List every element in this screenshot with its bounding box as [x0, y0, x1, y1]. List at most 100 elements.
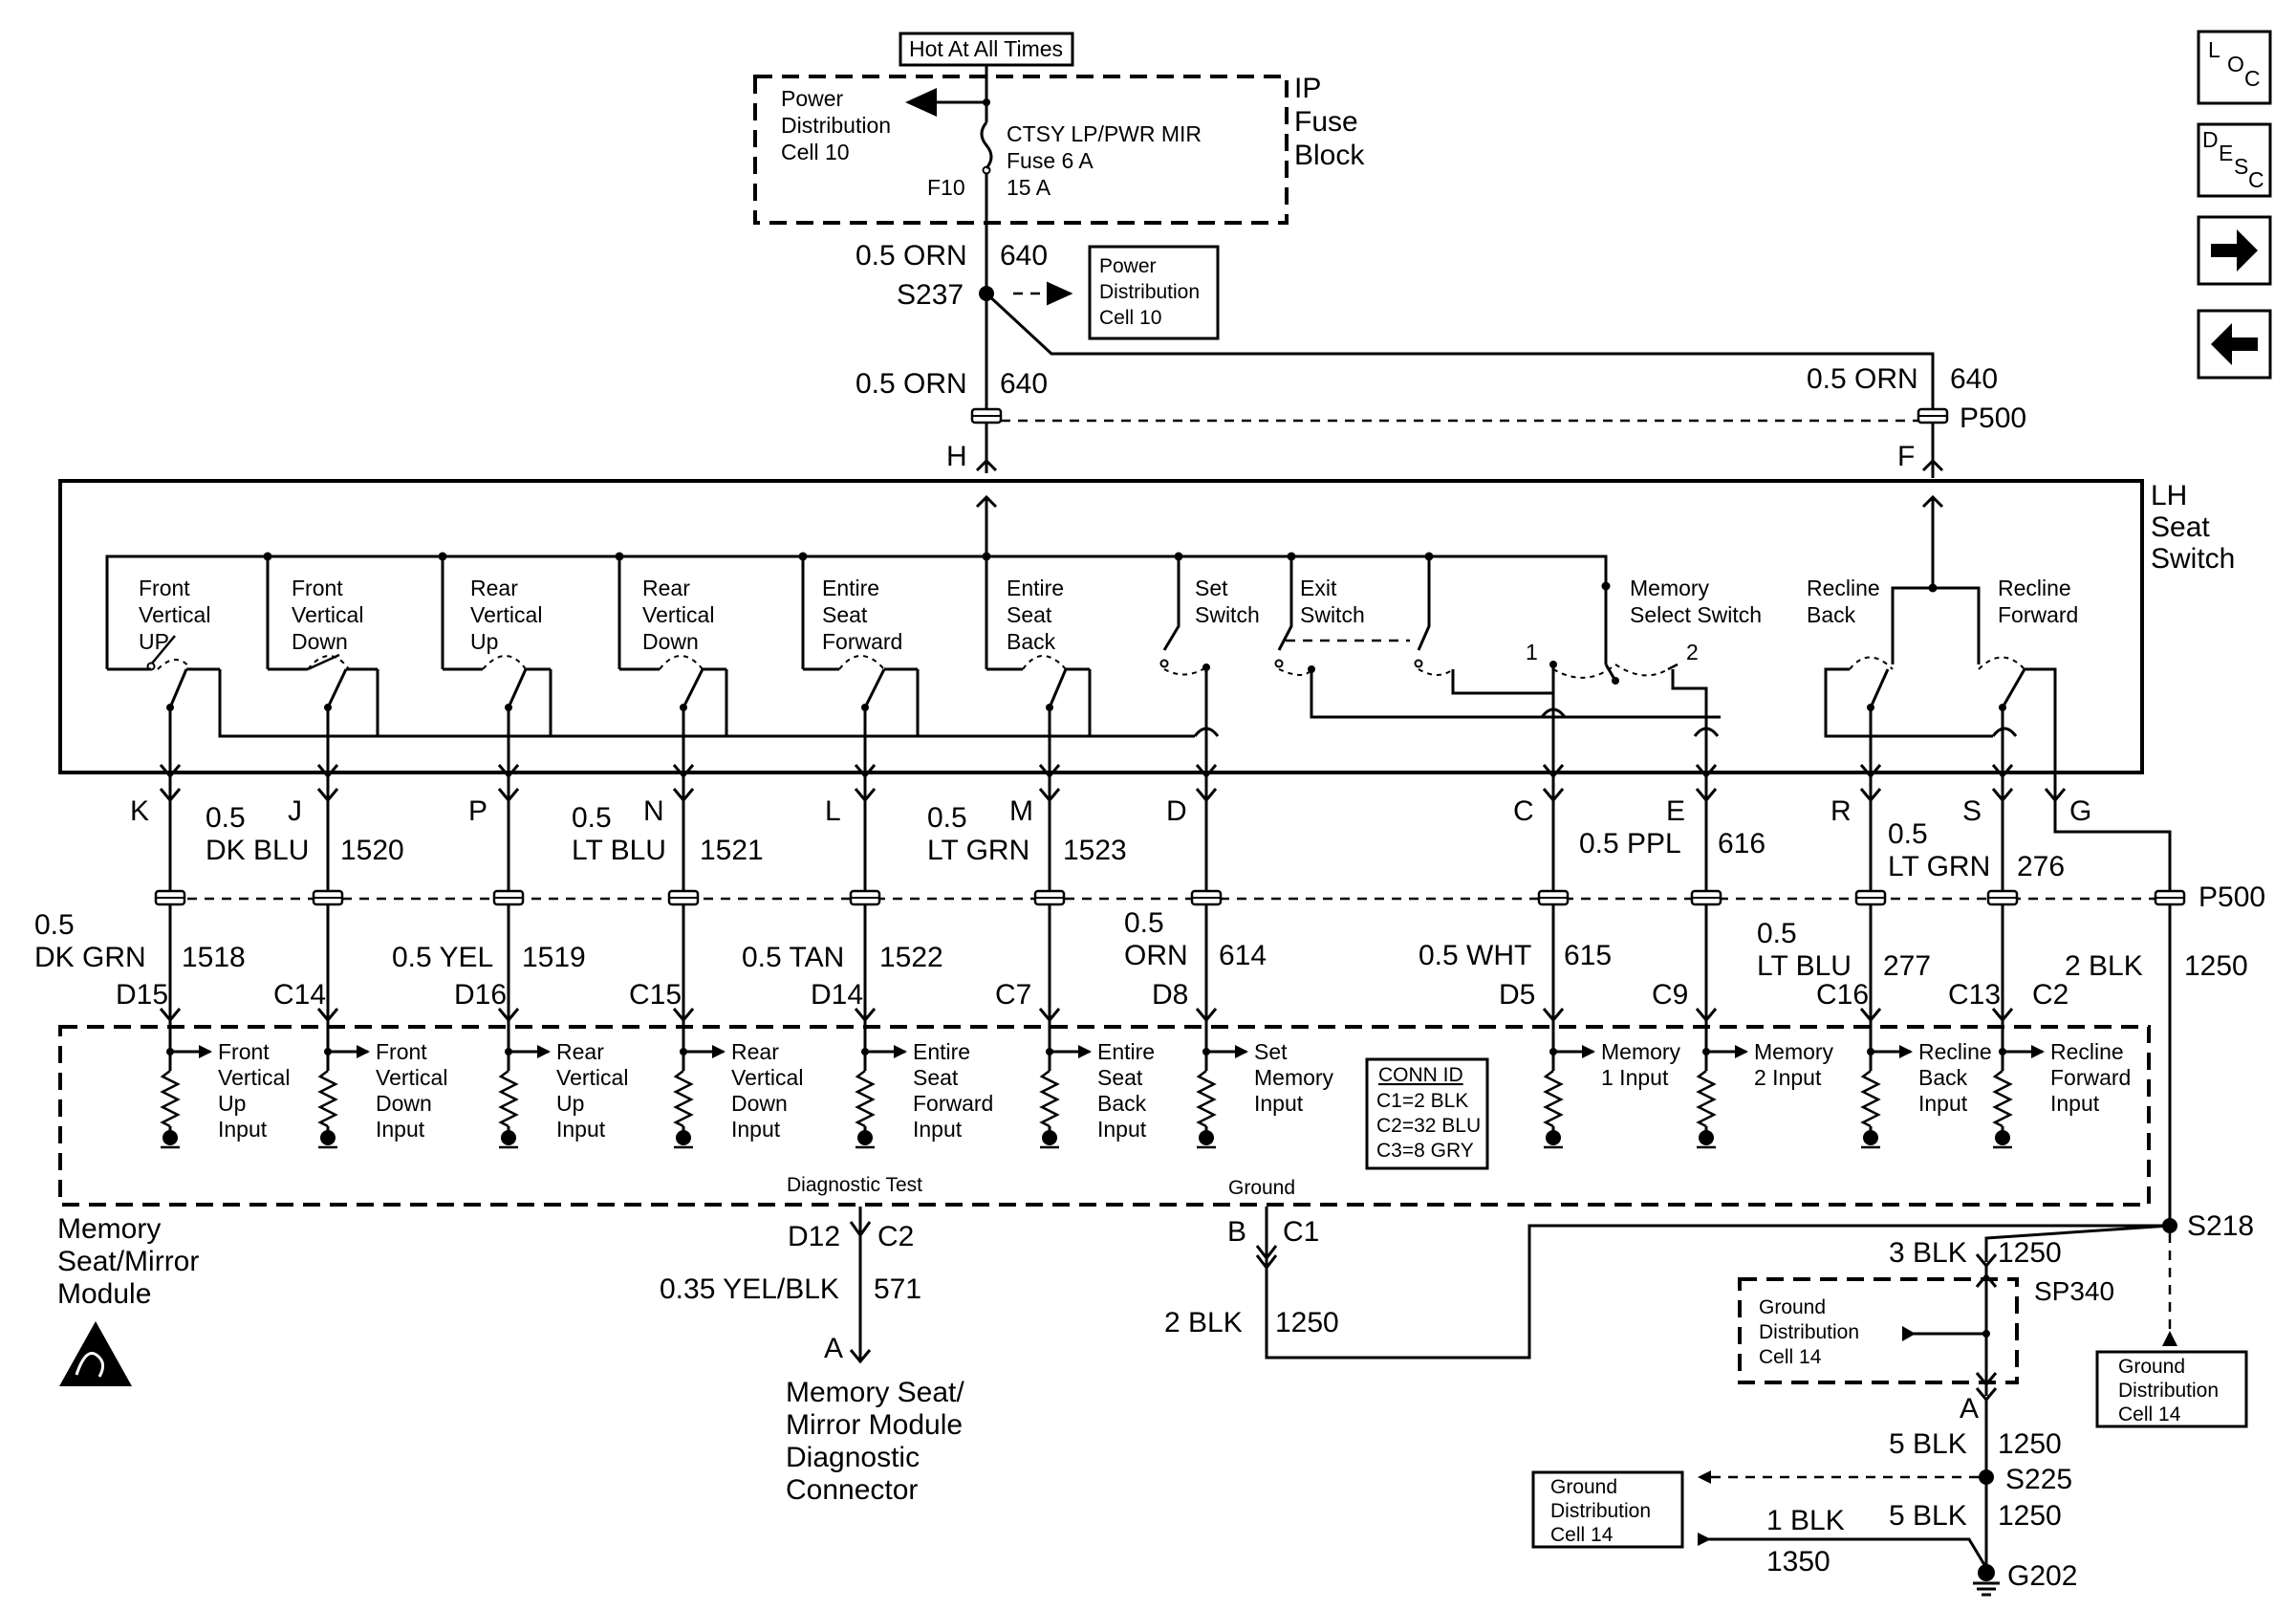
mem-pos-1: 1	[1526, 640, 1538, 664]
pd-box-line-3: Cell 10	[1099, 307, 1161, 329]
sw-esf-1: Entire	[822, 576, 879, 600]
sw-esb-1: Entire	[1007, 576, 1064, 600]
pd-cell-line-3: Cell 10	[781, 140, 850, 164]
module-input-7	[1543, 1021, 1595, 1149]
seat-switch-title-1: LH	[2151, 480, 2187, 511]
prev-arrow-button[interactable]	[2197, 309, 2272, 380]
fuse-block-title-2: Fuse	[1294, 106, 1358, 138]
desc-s: S	[2234, 154, 2248, 179]
fuse-id: F10	[927, 175, 965, 200]
module-pin-chevron-C	[1542, 1008, 1565, 1023]
gd-bottom-box	[1531, 1470, 1684, 1549]
diag-dest-4: Connector	[786, 1474, 918, 1506]
sw-rvd-3: Down	[642, 629, 699, 654]
p500-terminal-S	[1986, 889, 2019, 906]
p500-terminal-E	[1690, 889, 1722, 906]
module-input-8-line-0: Memory	[1754, 1039, 1834, 1064]
pin-label-D: D	[1166, 795, 1187, 827]
sw-rvd-2: Vertical	[642, 602, 714, 627]
gd-right-2: Distribution	[2118, 1380, 2219, 1402]
switch-recline-back	[1824, 656, 1993, 765]
module-pin-S: C13	[1948, 979, 2001, 1011]
desc-button[interactable]: D E S C	[2197, 122, 2272, 198]
module-pin-N: C15	[629, 979, 682, 1011]
pin-label-R: R	[1830, 795, 1852, 827]
module-pin-chevron-K	[159, 1008, 182, 1023]
g202-wire2: 5 BLK	[1889, 1500, 1967, 1532]
p500-terminal-R	[1854, 889, 1887, 906]
module-pin-K: D15	[116, 979, 168, 1011]
module-input-2-line-0: Rear	[556, 1039, 604, 1064]
ground-wire: 2 BLK	[1164, 1307, 1243, 1338]
diag-dest-1: Memory Seat/	[786, 1377, 964, 1408]
gd-right-3: Cell 14	[2118, 1403, 2181, 1425]
pin-label-K: K	[130, 795, 149, 827]
g202-circuit2: 1250	[1998, 1500, 2062, 1532]
pin-arrow-L	[854, 764, 877, 779]
sw-fvu-2: Vertical	[139, 602, 210, 627]
g202-circuit1: 1350	[1766, 1546, 1830, 1577]
switch-entire-seat-back	[986, 655, 1090, 765]
module-pin-M: C7	[995, 979, 1031, 1011]
module-input-9-line-1: Back	[1918, 1065, 1968, 1090]
sw-rf-1: Recline	[1998, 576, 2071, 600]
sw-fvd-1: Front	[292, 576, 343, 600]
switch-set	[1159, 659, 1210, 765]
feed-mid-wire: 0.5 ORN	[856, 368, 967, 400]
p500-terminal-P	[492, 889, 525, 906]
module-title-3: Module	[57, 1278, 151, 1310]
module-input-5-line-3: Input	[1097, 1117, 1147, 1142]
pin-chevron-L	[854, 788, 877, 803]
module-pin-P: D16	[454, 979, 507, 1011]
feed-right-wire: 0.5 ORN	[1807, 363, 1918, 395]
gd-right-1: Ground	[2118, 1356, 2185, 1378]
pin-arrow-N	[672, 764, 695, 779]
module-input-5-line-1: Seat	[1097, 1065, 1143, 1090]
splice-s225-dot	[1979, 1469, 1994, 1485]
pin-arrow-S	[1991, 764, 2014, 779]
g202-wire1: 1 BLK	[1766, 1505, 1845, 1536]
sw-mem-1: Memory	[1630, 576, 1710, 600]
wire-label-5-1: LT GRN	[927, 835, 1029, 866]
pd-box-line-2: Distribution	[1099, 281, 1200, 303]
ground-pin-b: B	[1227, 1216, 1246, 1248]
module-input-9-line-0: Recline	[1918, 1039, 1992, 1064]
sw-fvu-1: Front	[139, 576, 190, 600]
fuse-line-3: 15 A	[1007, 175, 1051, 200]
desc-d: D	[2202, 127, 2219, 152]
wire-label-9-0: 0.5	[1757, 918, 1797, 949]
wire-label-4-0: 0.5 TAN	[742, 942, 844, 973]
sw-set-1: Set	[1195, 576, 1228, 600]
diag-pin-right: C2	[877, 1221, 914, 1252]
wire-label-6-2: 614	[1219, 940, 1267, 971]
pd-box-line-1: Power	[1099, 255, 1157, 277]
pd-cell-line-1: Power	[781, 86, 844, 111]
sw-fvd-2: Vertical	[292, 602, 363, 627]
desc-e: E	[2219, 141, 2233, 165]
module-input-1-line-1: Vertical	[376, 1065, 447, 1090]
pin-h-label: H	[946, 441, 967, 472]
module-input-3-line-3: Input	[731, 1117, 781, 1142]
sw-rvu-3: Up	[470, 629, 498, 654]
loc-button[interactable]: L O C	[2197, 30, 2272, 105]
wire-label-0-1: DK GRN	[34, 942, 146, 973]
module-input-10-line-0: Recline	[2050, 1039, 2124, 1064]
diag-wire: 0.35 YEL/BLK	[660, 1273, 839, 1305]
sw-esf-3: Forward	[822, 629, 902, 654]
next-arrow-button[interactable]	[2197, 215, 2272, 286]
p500-terminal-D	[1190, 889, 1223, 906]
fuse-line-2: Fuse 6 A	[1007, 148, 1094, 173]
pin-label-S: S	[1962, 795, 1982, 827]
gd-bottom-3: Cell 14	[1550, 1524, 1614, 1546]
pin-arrow-E	[1695, 764, 1718, 779]
module-input-6-line-1: Memory	[1254, 1065, 1334, 1090]
sp340-wire: 3 BLK	[1889, 1237, 1967, 1269]
pin-chevron-G	[2044, 788, 2067, 803]
module-input-9-line-2: Input	[1918, 1091, 1968, 1116]
sw-esf-2: Seat	[822, 602, 868, 627]
module-input-6	[1196, 1021, 1248, 1149]
module-pin-L: D14	[811, 979, 863, 1011]
pin-chevron-P	[497, 788, 520, 803]
wire-label-11-1: 1250	[2184, 950, 2248, 982]
module-input-2-line-2: Up	[556, 1091, 584, 1116]
